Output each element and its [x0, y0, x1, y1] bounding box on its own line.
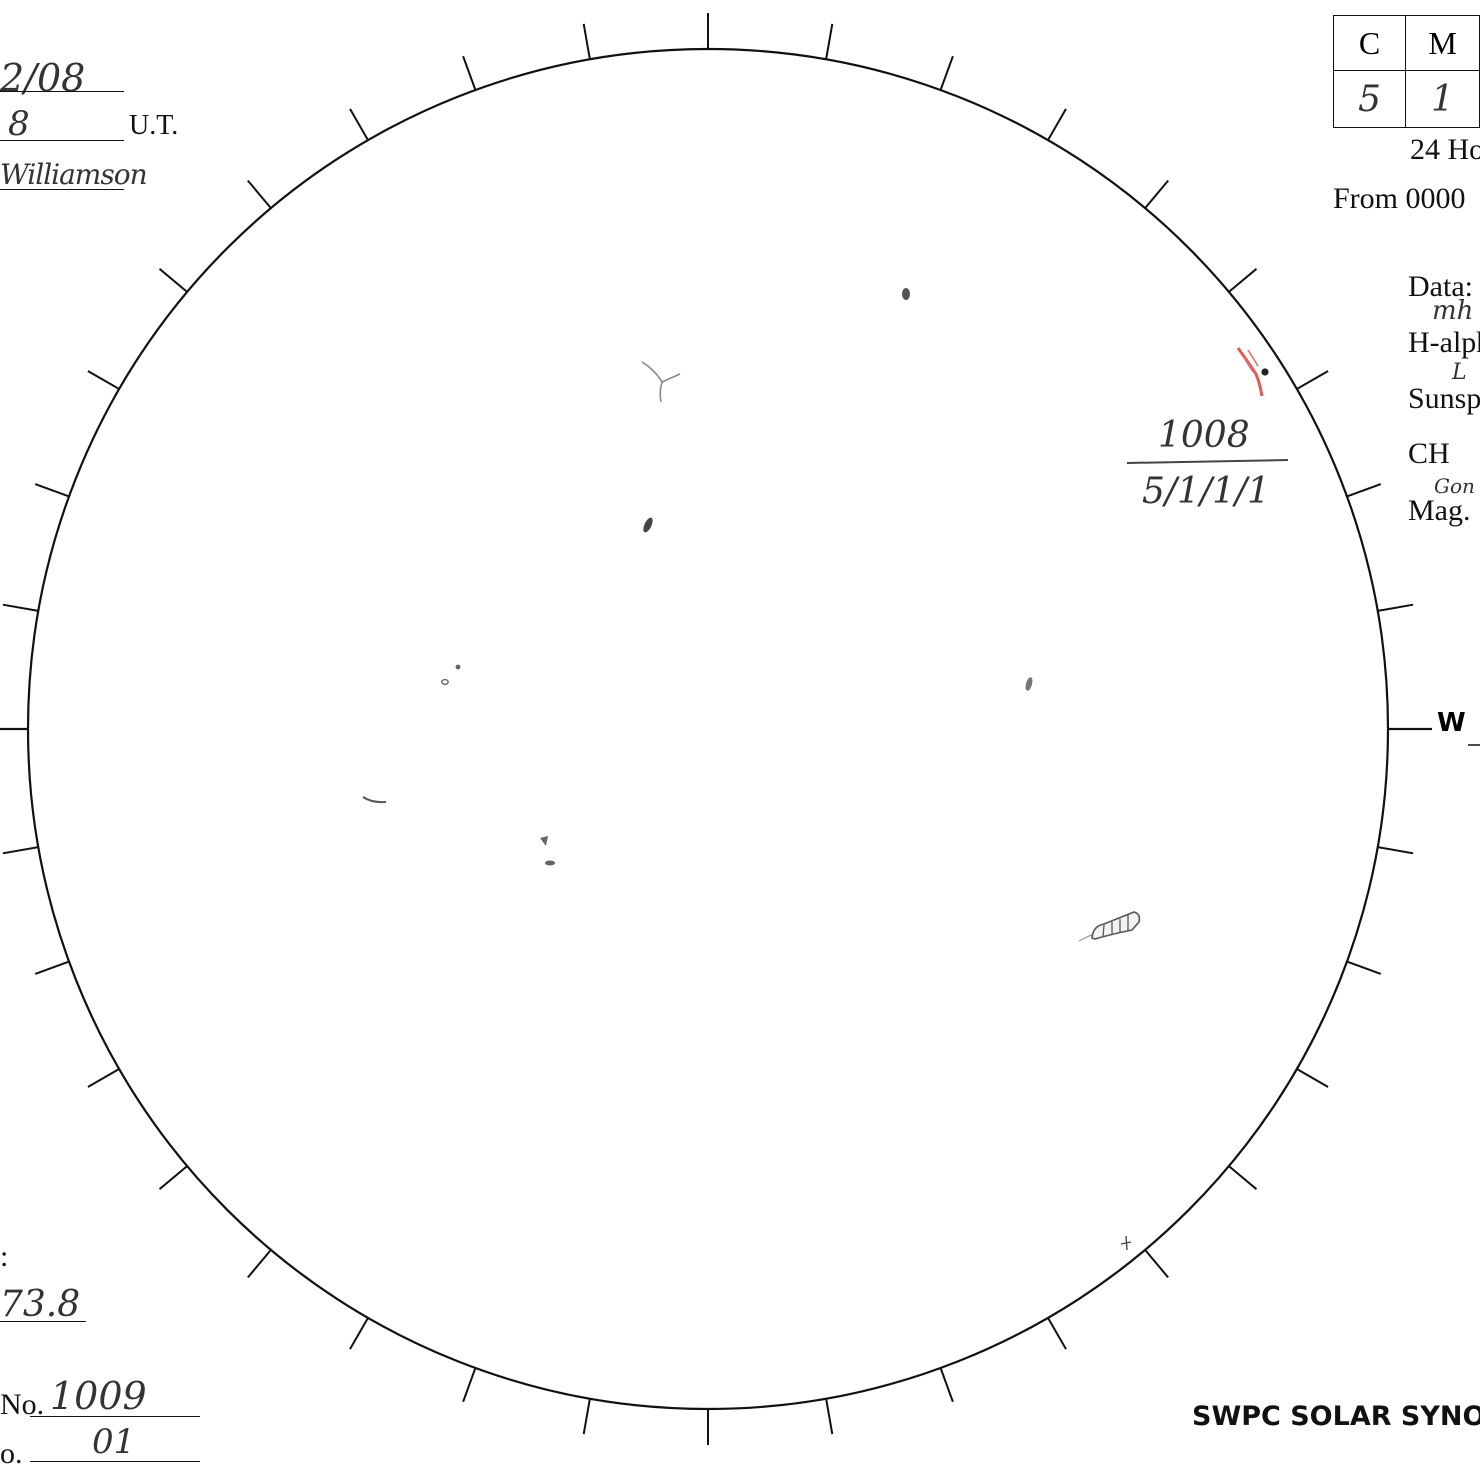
position-angle-tick — [1047, 108, 1067, 141]
position-angle-tick — [2, 846, 39, 855]
mag-note: Gon — [1434, 474, 1475, 498]
flare-count-c: 5 — [1332, 70, 1407, 128]
position-angle-tick — [825, 1398, 834, 1435]
position-angle-tick — [87, 1068, 120, 1088]
position-angle-tick — [1144, 179, 1169, 209]
sunspot-spot — [643, 517, 653, 533]
sheet-title: SWPC SOLAR SYNOP — [1192, 1401, 1480, 1432]
position-angle-tick — [2, 603, 39, 612]
solar-limb — [26, 47, 1390, 1411]
flare-count-row: 5 1 — [1332, 70, 1480, 128]
position-angle-tick — [349, 1317, 369, 1350]
no-underline — [30, 1416, 200, 1417]
o-label: o. — [0, 1437, 23, 1466]
position-angle-tick — [247, 1249, 272, 1279]
position-angle-tick — [939, 55, 954, 91]
position-angle-tick — [349, 108, 369, 141]
field-underline — [0, 1321, 86, 1322]
position-angle-tick — [462, 1367, 477, 1403]
o-value: 01 — [92, 1422, 136, 1462]
sunspot-spot — [455, 664, 461, 670]
sunspot-spot — [540, 836, 548, 846]
position-angle-tick — [34, 960, 70, 975]
position-angle-tick — [1228, 1165, 1258, 1190]
flare-count-table: C M 5 1 — [1332, 15, 1480, 128]
mag-label: Mag. — [1408, 494, 1471, 527]
position-angle-tick — [158, 268, 188, 293]
sunspot-spot — [545, 860, 555, 866]
time-unit-label: U.T. — [129, 110, 179, 141]
field-colon: : — [0, 1240, 9, 1273]
position-angle-tick — [582, 23, 591, 60]
west-direction-label: W — [1437, 708, 1466, 738]
flare-count-m: 1 — [1405, 70, 1480, 128]
sunspot-tick-mark — [1120, 1235, 1132, 1251]
no-label: No. — [0, 1388, 45, 1421]
sunspot-spot — [902, 288, 910, 300]
observer-value: Williamson — [0, 158, 148, 191]
region-fraction-line — [1126, 459, 1289, 464]
period-label: 24 Ho — [1410, 133, 1480, 166]
position-angle-tick — [1144, 1249, 1169, 1279]
ch-label: CH — [1408, 437, 1450, 470]
flare-class-c: C — [1332, 15, 1407, 71]
position-angle-tick — [1047, 1317, 1067, 1350]
sunspot-fibril — [641, 361, 681, 403]
sunspot-spot — [441, 678, 449, 686]
position-angle-ticks — [2, 13, 1414, 1445]
position-angle-tick — [1346, 483, 1382, 498]
period-from-label: From 0000 — [1333, 182, 1466, 215]
position-angle-tick — [247, 179, 272, 209]
date-underline — [0, 91, 124, 92]
no-value: 1009 — [50, 1374, 147, 1418]
halpha-label: H-alph — [1408, 326, 1480, 359]
sunspot-label: Sunsp — [1408, 382, 1480, 415]
region-number-label: 1008 — [1158, 415, 1250, 456]
position-angle-tick — [939, 1367, 954, 1403]
position-angle-tick — [1377, 603, 1414, 612]
position-angle-tick — [462, 55, 477, 91]
o-underline — [30, 1461, 200, 1462]
date-value: 2/08 — [0, 56, 86, 100]
position-angle-tick — [158, 1165, 188, 1190]
sunspot-note: L — [1452, 360, 1467, 385]
data-heading: Data: — [1408, 270, 1473, 303]
flare-class-m: M — [1405, 15, 1480, 71]
halpha-note: mh — [1432, 296, 1474, 326]
sunspot-arc — [362, 796, 387, 804]
time-value: 8 — [8, 104, 30, 144]
position-angle-tick — [1296, 370, 1329, 390]
time-underline — [0, 140, 124, 141]
position-angle-tick — [87, 370, 120, 390]
sunspot-group-large — [1078, 911, 1141, 942]
red-plage-mark — [1236, 347, 1269, 397]
position-angle-tick — [1228, 268, 1258, 293]
observer-underline — [0, 189, 124, 190]
position-angle-tick — [1296, 1068, 1329, 1088]
flare-class-header-row: C M — [1332, 15, 1480, 71]
position-angle-tick — [1377, 846, 1414, 855]
region-classification-label: 5/1/1/1 — [1142, 471, 1270, 512]
field-value: 73.8 — [0, 1284, 81, 1325]
position-angle-tick — [825, 23, 834, 60]
position-angle-tick — [582, 1398, 591, 1435]
position-angle-tick — [34, 483, 70, 498]
position-angle-tick — [1346, 960, 1382, 975]
sunspot-spot — [1025, 677, 1033, 691]
